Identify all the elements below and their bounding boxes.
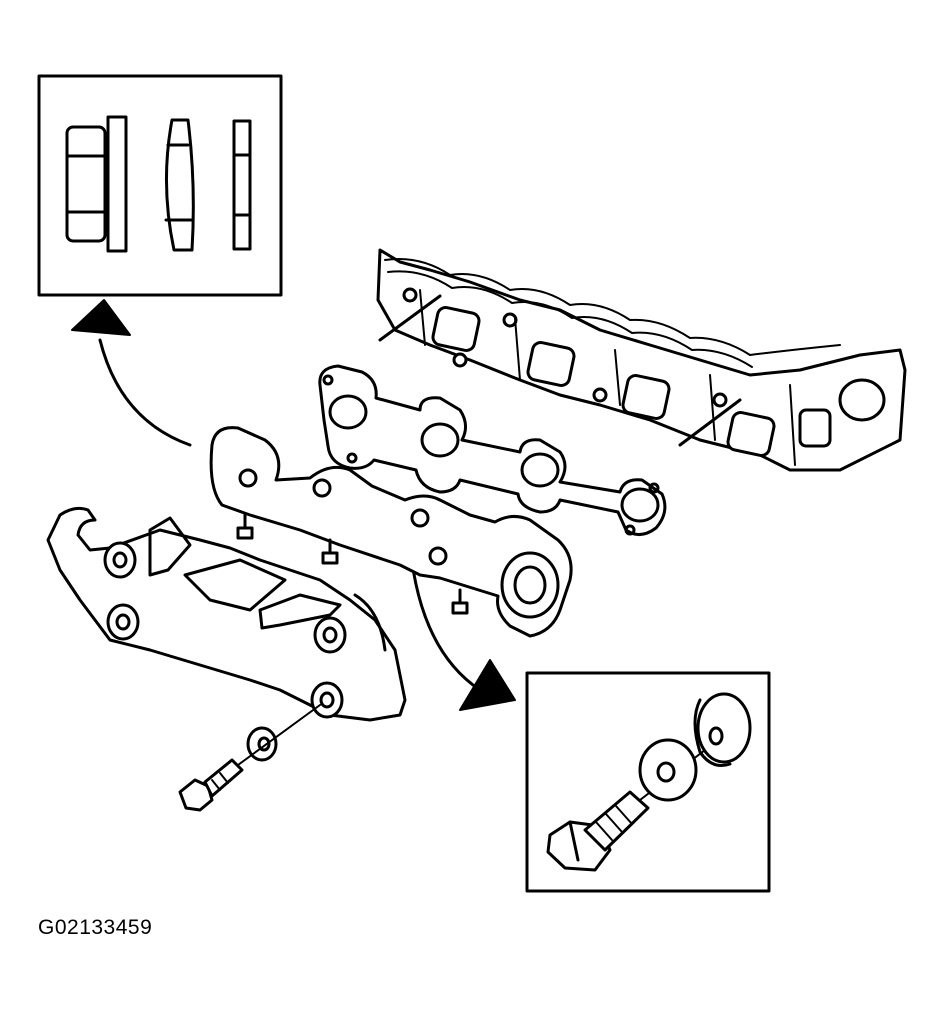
- cylinder-head: [376, 248, 907, 472]
- exhaust-manifold-gasket: [318, 364, 667, 536]
- bolt-detail-inset: [525, 671, 771, 893]
- thick-washer-icon: [693, 692, 752, 767]
- heat-shield-bolt: [178, 704, 321, 812]
- flat-washer-icon: [232, 119, 252, 251]
- hex-bolt-icon: [546, 739, 719, 872]
- lock-washer-icon: [638, 738, 698, 802]
- exhaust-manifold: [209, 426, 573, 638]
- heat-shield: [46, 506, 407, 722]
- curved-spacer-icon: [164, 118, 195, 252]
- nut-detail-inset: [37, 74, 283, 297]
- arrow-to-nut-inset: [71, 299, 192, 447]
- flange-nut-icon: [65, 115, 128, 253]
- figure-id-label: G02133459: [38, 916, 153, 939]
